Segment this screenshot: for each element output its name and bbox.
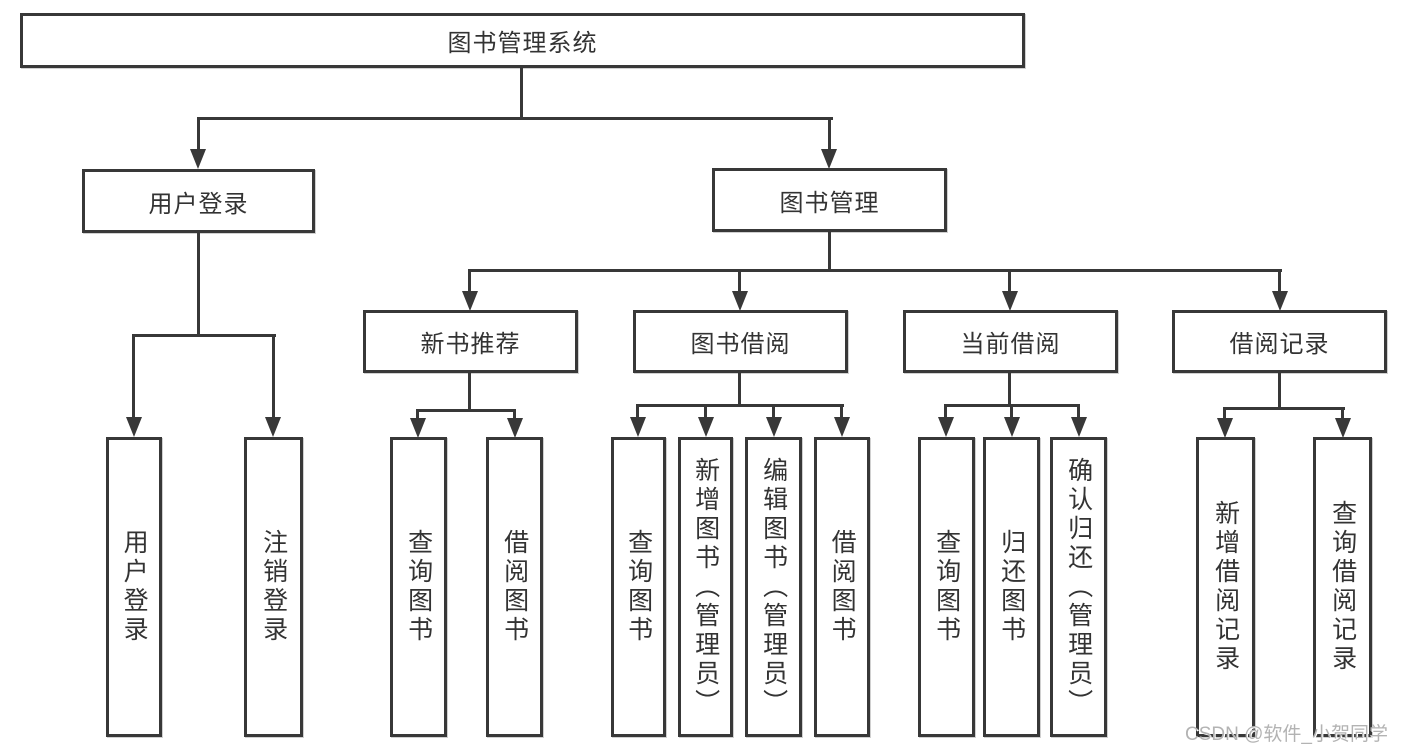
arrow-head xyxy=(766,417,782,437)
node-query-books-current: 查询图书 xyxy=(918,437,975,737)
node-borrow-books-leaf: 借阅图书 xyxy=(814,437,870,737)
connector-line xyxy=(468,269,471,294)
arrow-head xyxy=(1002,291,1018,311)
connector-line xyxy=(944,404,947,418)
connector-line xyxy=(520,66,523,120)
node-label: 查询借阅记录 xyxy=(1328,500,1357,674)
node-label: 查询图书 xyxy=(624,529,653,645)
node-logout: 注销登录 xyxy=(244,437,303,737)
node-label: 查询图书 xyxy=(404,529,433,645)
arrow-head xyxy=(1272,291,1288,311)
arrow-head xyxy=(265,417,281,437)
connector-line xyxy=(1341,407,1344,419)
node-current-borrowing: 当前借阅 xyxy=(903,310,1118,373)
arrow-head xyxy=(1071,417,1087,437)
connector-line xyxy=(636,404,639,418)
arrow-head xyxy=(821,149,837,169)
connector-line xyxy=(1008,371,1011,407)
arrow-head xyxy=(834,417,850,437)
node-label: 归还图书 xyxy=(997,529,1026,645)
connector-line xyxy=(1278,269,1281,294)
node-label: 新增借阅记录 xyxy=(1211,500,1240,674)
arrow-head xyxy=(698,417,714,437)
node-label: 编辑图书（管理员） xyxy=(759,456,788,718)
connector-line xyxy=(1077,404,1080,418)
node-edit-books-admin: 编辑图书（管理员） xyxy=(745,437,802,737)
connector-line xyxy=(828,117,831,151)
connector-line xyxy=(132,334,135,418)
node-return-books: 归还图书 xyxy=(983,437,1040,737)
connector-line xyxy=(636,404,844,407)
node-label: 确认归还（管理员） xyxy=(1064,456,1093,718)
arrow-head xyxy=(1335,418,1351,438)
connector-line xyxy=(197,117,200,151)
node-new-book-recommendation: 新书推荐 xyxy=(363,310,578,373)
arrow-head xyxy=(126,417,142,437)
node-user-login: 用户登录 xyxy=(82,169,315,233)
node-add-borrow-record: 新增借阅记录 xyxy=(1196,437,1255,737)
connector-line xyxy=(1223,407,1345,410)
connector-line xyxy=(416,409,516,412)
node-query-borrow-record: 查询借阅记录 xyxy=(1313,437,1372,737)
arrow-head xyxy=(1004,417,1020,437)
connector-line xyxy=(468,371,471,412)
arrow-head xyxy=(462,291,478,311)
connector-line xyxy=(132,334,276,337)
connector-line xyxy=(197,231,200,337)
watermark: CSDN @软件_小贺同学 xyxy=(1185,724,1388,745)
node-label: 注销登录 xyxy=(259,529,288,645)
node-label: 借阅图书 xyxy=(500,529,529,645)
node-label: 新增图书（管理员） xyxy=(691,456,720,718)
connector-line xyxy=(272,334,275,418)
node-book-borrowing: 图书借阅 xyxy=(633,310,848,373)
arrow-head xyxy=(938,417,954,437)
arrow-head xyxy=(410,418,426,438)
connector-line xyxy=(197,117,833,120)
node-add-books-admin: 新增图书（管理员） xyxy=(678,437,733,737)
connector-line xyxy=(738,371,741,407)
connector-line xyxy=(1008,269,1011,294)
node-book-management: 图书管理 xyxy=(712,168,947,232)
connector-line xyxy=(416,409,419,421)
node-borrow-books-recommend: 借阅图书 xyxy=(486,437,543,737)
connector-line xyxy=(468,269,1282,272)
connector-line xyxy=(828,229,831,272)
node-label: 借阅图书 xyxy=(828,529,857,645)
node-label: 查询图书 xyxy=(932,529,961,645)
connector-line xyxy=(840,404,843,418)
arrow-head xyxy=(1217,418,1233,438)
node-query-books-borrowing: 查询图书 xyxy=(611,437,666,737)
connector-line xyxy=(1278,371,1281,410)
connector-line xyxy=(1223,407,1226,419)
node-library-management-system: 图书管理系统 xyxy=(20,13,1025,68)
node-borrowing-records: 借阅记录 xyxy=(1172,310,1387,373)
node-label: 用户登录 xyxy=(120,529,149,645)
node-confirm-return-admin: 确认归还（管理员） xyxy=(1050,437,1107,737)
connector-line xyxy=(1010,404,1013,418)
arrow-head xyxy=(732,291,748,311)
node-user-login-leaf: 用户登录 xyxy=(106,437,162,737)
connector-line xyxy=(513,409,516,421)
arrow-head xyxy=(630,417,646,437)
arrow-head xyxy=(190,149,206,169)
connector-line xyxy=(704,404,707,418)
node-query-books-recommend: 查询图书 xyxy=(390,437,447,737)
connector-line xyxy=(772,404,775,418)
arrow-head xyxy=(507,418,523,438)
connector-line xyxy=(738,269,741,294)
